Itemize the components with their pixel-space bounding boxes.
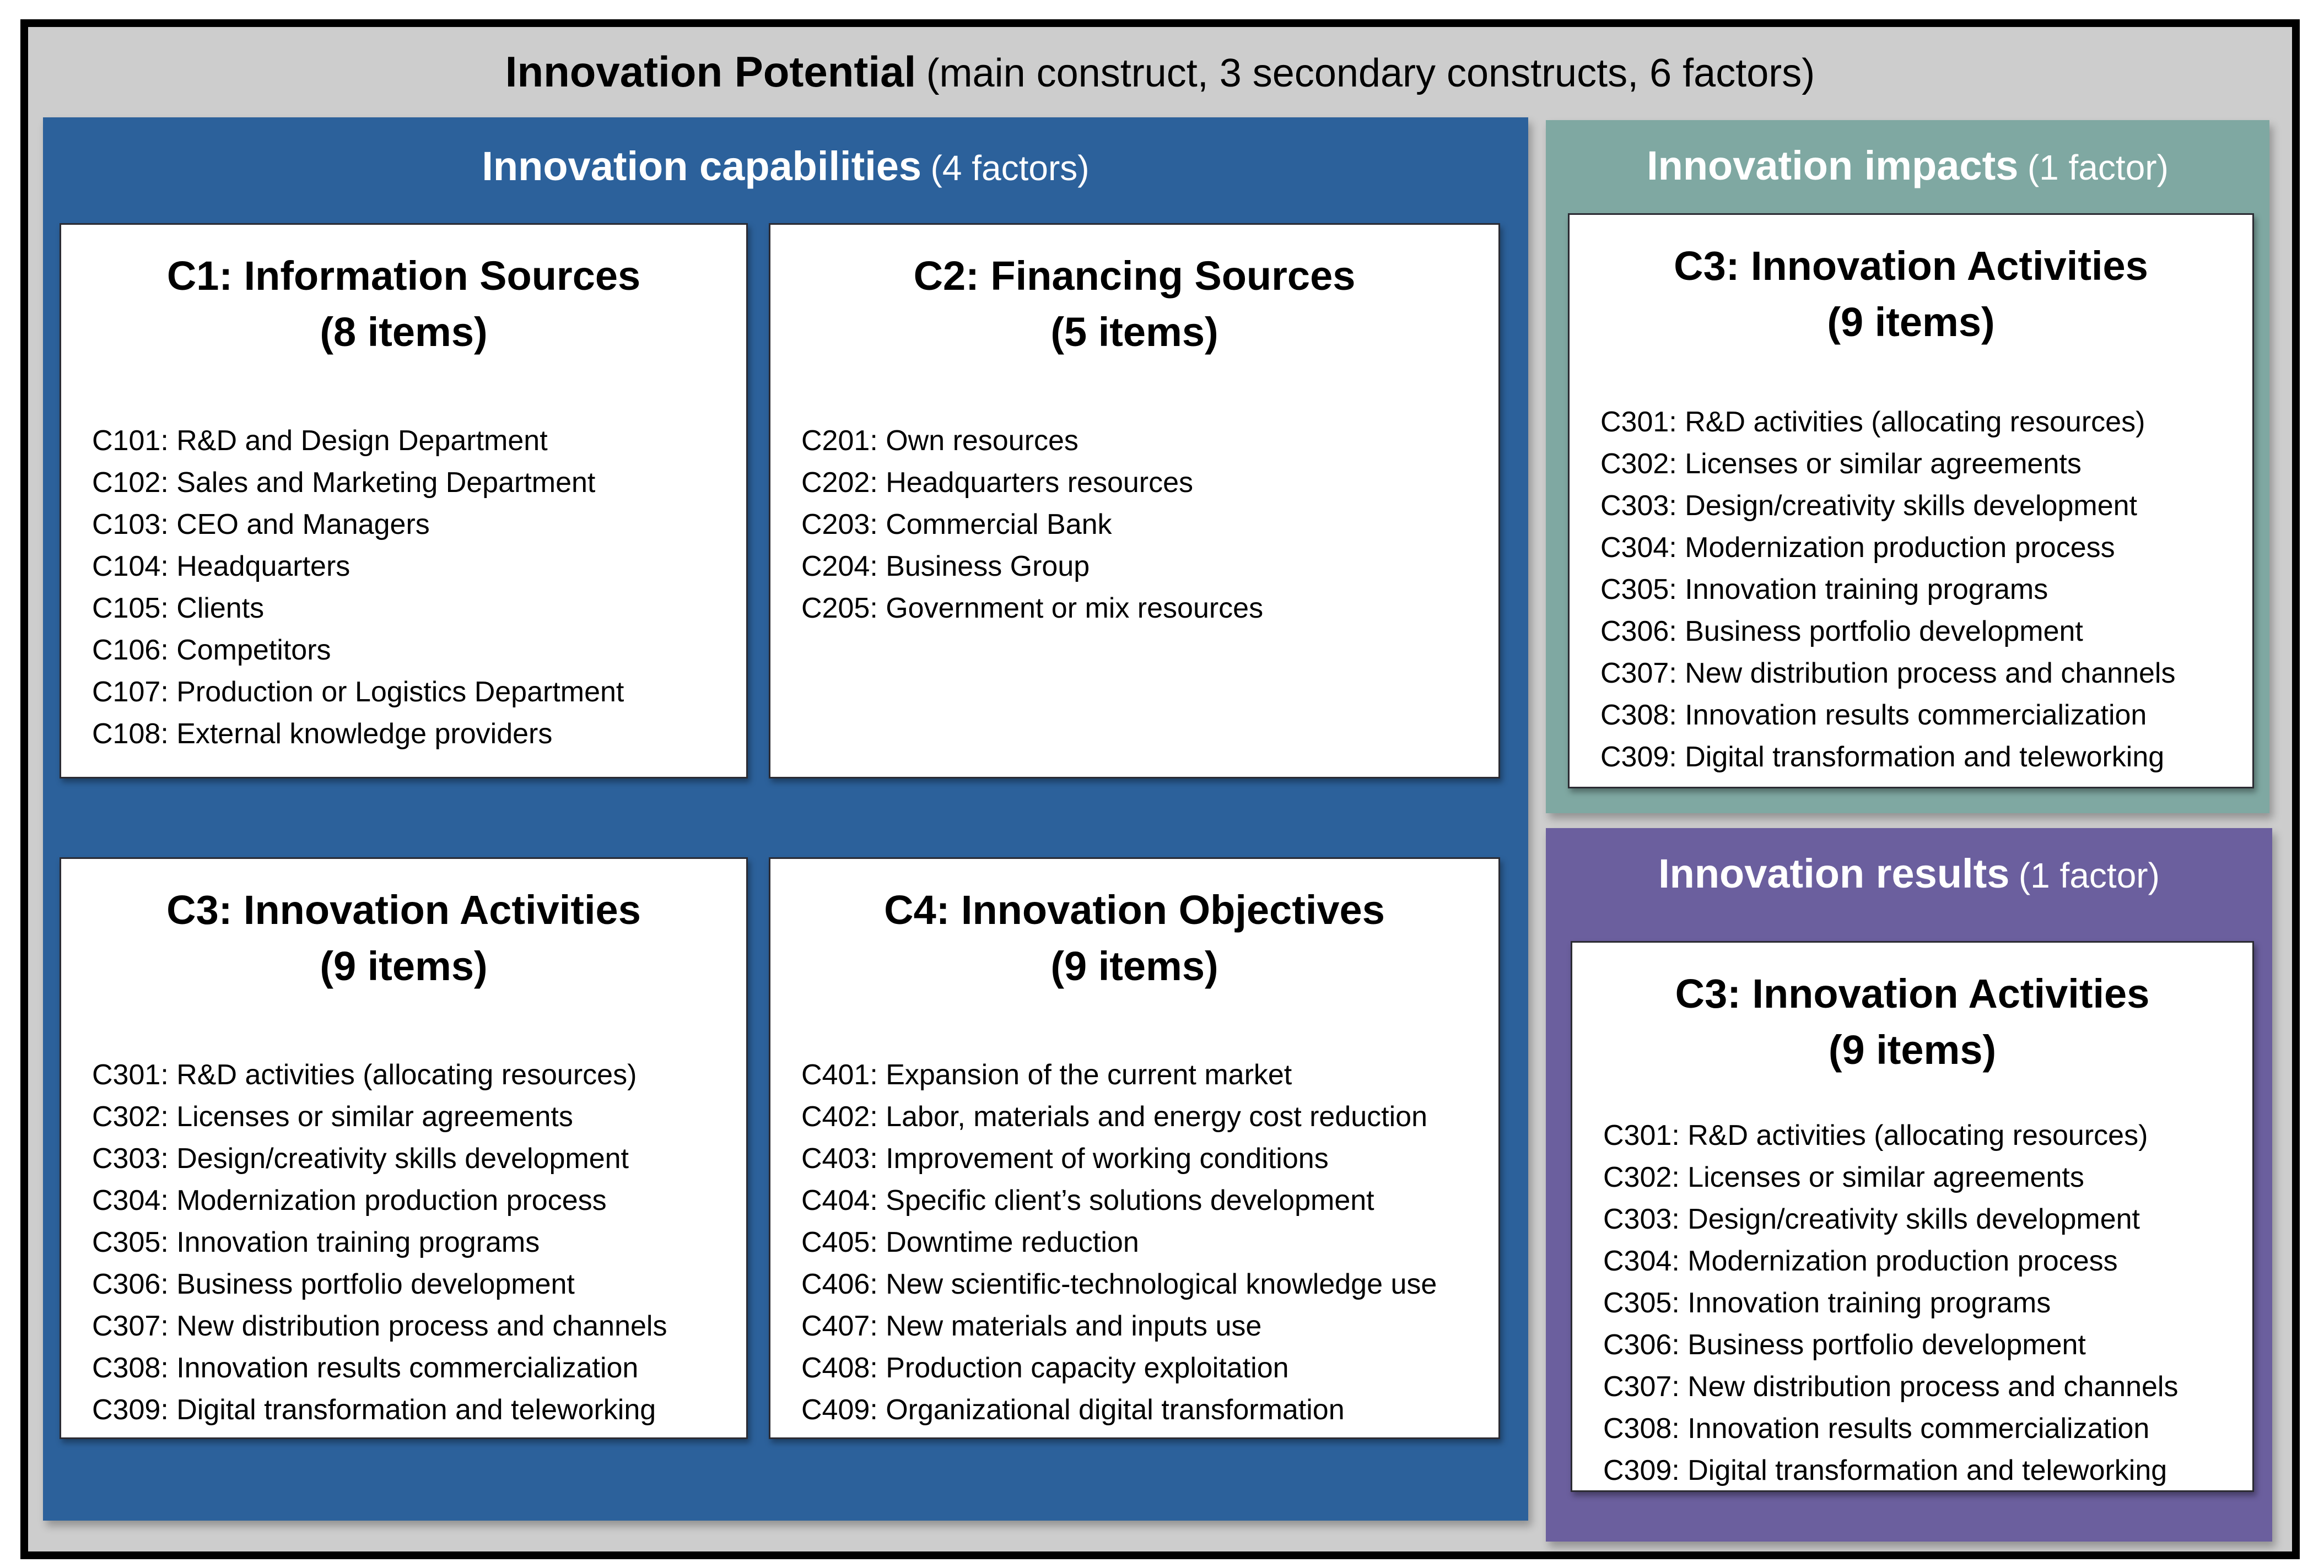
page-title: Innovation Potential (main construct, 3 …	[28, 47, 2292, 97]
list-item: C108: External knowledge providers	[92, 718, 553, 750]
panel-results-factor-count: (1 factor)	[2018, 856, 2160, 895]
list-item: C205: Government or mix resources	[801, 592, 1264, 624]
list-item: C305: Innovation training programs	[1603, 1287, 2051, 1319]
list-item: C405: Downtime reduction	[801, 1226, 1139, 1258]
list-item: C308: Innovation results commercializati…	[1603, 1413, 2150, 1445]
list-item: C305: Innovation training programs	[92, 1226, 540, 1258]
list-item: C303: Design/creativity skills developme…	[92, 1143, 629, 1175]
factor-box-title: C2: Financing Sources	[913, 253, 1356, 299]
list-item: C303: Design/creativity skills developme…	[1600, 490, 2137, 522]
factor-box-results-c3-innovation-activities: C3: Innovation Activities (9 items) C301…	[1571, 941, 2254, 1492]
list-item: C304: Modernization production process	[1603, 1245, 2118, 1277]
factor-box-c2-financing-sources: C2: Financing Sources (5 items) C201: Ow…	[769, 223, 1500, 778]
list-item: C406: New scientific-technological knowl…	[801, 1268, 1437, 1300]
factor-box-item-count: (9 items)	[1050, 943, 1218, 989]
factor-item-list: C301: R&D activities (allocating resourc…	[1572, 1115, 2252, 1490]
factor-item-list: C301: R&D activities (allocating resourc…	[1570, 401, 2252, 778]
list-item: C309: Digital transformation and telewor…	[1603, 1455, 2167, 1486]
factor-box-heading: C4: Innovation Objectives (9 items)	[770, 859, 1498, 994]
factor-box-c1-information-sources: C1: Information Sources (8 items) C101: …	[60, 223, 748, 778]
list-item: C203: Commercial Bank	[801, 509, 1112, 540]
factor-box-title: C3: Innovation Activities	[166, 887, 641, 933]
list-item: C307: New distribution process and chann…	[1603, 1371, 2179, 1403]
list-item: C409: Organizational digital transformat…	[801, 1394, 1345, 1426]
factor-box-item-count: (9 items)	[1828, 1027, 1997, 1073]
list-item: C301: R&D activities (allocating resourc…	[1600, 406, 2145, 438]
list-item: C102: Sales and Marketing Department	[92, 467, 596, 499]
list-item: C202: Headquarters resources	[801, 467, 1194, 499]
list-item: C307: New distribution process and chann…	[1600, 657, 2176, 689]
list-item: C401: Expansion of the current market	[801, 1059, 1292, 1091]
panel-innovation-impacts: Innovation impacts (1 factor) C3: Innova…	[1546, 120, 2269, 813]
list-item: C304: Modernization production process	[1600, 532, 2115, 564]
factor-box-title: C4: Innovation Objectives	[884, 887, 1385, 933]
list-item: C402: Labor, materials and energy cost r…	[801, 1101, 1428, 1133]
page-title-main: Innovation Potential	[505, 47, 916, 96]
panel-results-header: Innovation results (1 factor)	[1546, 850, 2272, 897]
panel-capabilities-header: Innovation capabilities (4 factors)	[43, 143, 1528, 190]
factor-box-c4-innovation-objectives: C4: Innovation Objectives (9 items) C401…	[769, 857, 1500, 1439]
list-item: C307: New distribution process and chann…	[92, 1310, 667, 1342]
list-item: C304: Modernization production process	[92, 1185, 607, 1216]
panel-capabilities-title: Innovation capabilities	[482, 143, 922, 189]
factor-box-heading: C1: Information Sources (8 items)	[61, 225, 746, 360]
list-item: C104: Headquarters	[92, 550, 351, 582]
factor-box-item-count: (5 items)	[1050, 309, 1218, 355]
list-item: C306: Business portfolio development	[1603, 1329, 2086, 1361]
list-item: C204: Business Group	[801, 550, 1090, 582]
factor-box-heading: C3: Innovation Activities (9 items)	[61, 859, 746, 994]
factor-box-c3-innovation-activities: C3: Innovation Activities (9 items) C301…	[60, 857, 748, 1439]
panel-innovation-results: Innovation results (1 factor) C3: Innova…	[1546, 828, 2272, 1542]
list-item: C305: Innovation training programs	[1600, 574, 2048, 605]
list-item: C303: Design/creativity skills developme…	[1603, 1203, 2140, 1235]
factor-box-title: C1: Information Sources	[166, 253, 641, 299]
factor-box-item-count: (9 items)	[1827, 299, 1995, 345]
list-item: C302: Licenses or similar agreements	[1600, 448, 2082, 480]
panel-capabilities-factor-count: (4 factors)	[930, 148, 1090, 188]
list-item: C201: Own resources	[801, 425, 1079, 457]
list-item: C404: Specific client’s solutions develo…	[801, 1185, 1374, 1216]
factor-box-heading: C2: Financing Sources (5 items)	[770, 225, 1498, 360]
factor-item-list: C301: R&D activities (allocating resourc…	[61, 1054, 746, 1431]
factor-box-title: C3: Innovation Activities	[1674, 243, 2148, 289]
list-item: C309: Digital transformation and telewor…	[1600, 741, 2165, 773]
panel-impacts-title: Innovation impacts	[1647, 143, 2019, 188]
list-item: C407: New materials and inputs use	[801, 1310, 1262, 1342]
list-item: C106: Competitors	[92, 634, 331, 666]
list-item: C408: Production capacity exploitation	[801, 1352, 1289, 1384]
list-item: C105: Clients	[92, 592, 265, 624]
page-title-sub: (main construct, 3 secondary constructs,…	[926, 51, 1815, 95]
outer-frame: Innovation Potential (main construct, 3 …	[20, 19, 2300, 1559]
panel-results-title: Innovation results	[1658, 851, 2010, 896]
factor-box-item-count: (8 items)	[320, 309, 488, 355]
list-item: C306: Business portfolio development	[92, 1268, 575, 1300]
list-item: C302: Licenses or similar agreements	[92, 1101, 573, 1133]
factor-box-heading: C3: Innovation Activities (9 items)	[1570, 215, 2252, 350]
list-item: C302: Licenses or similar agreements	[1603, 1161, 2084, 1193]
factor-box-title: C3: Innovation Activities	[1675, 971, 2150, 1017]
list-item: C403: Improvement of working conditions	[801, 1143, 1329, 1175]
panel-innovation-capabilities: Innovation capabilities (4 factors) C1: …	[43, 117, 1528, 1521]
factor-box-heading: C3: Innovation Activities (9 items)	[1572, 943, 2252, 1078]
panel-impacts-factor-count: (1 factor)	[2027, 148, 2169, 187]
list-item: C101: R&D and Design Department	[92, 425, 548, 457]
panel-impacts-header: Innovation impacts (1 factor)	[1546, 142, 2269, 189]
factor-box-item-count: (9 items)	[320, 943, 488, 989]
factor-box-impacts-c3-innovation-activities: C3: Innovation Activities (9 items) C301…	[1568, 213, 2254, 788]
list-item: C301: R&D activities (allocating resourc…	[1603, 1120, 2148, 1151]
list-item: C301: R&D activities (allocating resourc…	[92, 1059, 637, 1091]
list-item: C103: CEO and Managers	[92, 509, 430, 540]
list-item: C309: Digital transformation and telewor…	[92, 1394, 656, 1426]
list-item: C308: Innovation results commercializati…	[92, 1352, 639, 1384]
list-item: C308: Innovation results commercializati…	[1600, 699, 2147, 731]
list-item: C306: Business portfolio development	[1600, 615, 2083, 647]
list-item: C107: Production or Logistics Department	[92, 676, 624, 708]
